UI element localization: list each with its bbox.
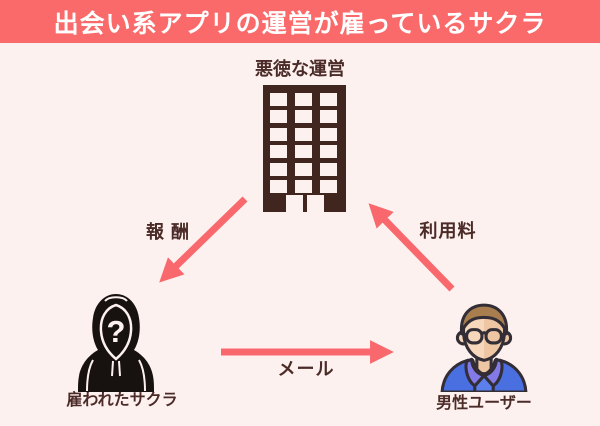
arm-fold-right bbox=[138, 359, 146, 392]
hooded-person-icon: ? bbox=[78, 294, 154, 392]
glasses bbox=[459, 328, 509, 345]
sakura-label: 雇われたサクラ bbox=[66, 392, 178, 409]
male-user-label: 男性ユーザー bbox=[436, 395, 532, 412]
collar-right bbox=[482, 357, 504, 388]
operator-label: 悪徳な運営 bbox=[255, 59, 345, 79]
title-banner: 出会い系アプリの運営が雇っているサクラ bbox=[0, 0, 600, 43]
reward-edge-label: 報 酬 bbox=[145, 222, 191, 242]
male-user-icon bbox=[440, 303, 528, 392]
building-icon bbox=[263, 85, 346, 212]
building-windows bbox=[270, 93, 337, 193]
mail-edge-label: メール bbox=[277, 359, 335, 379]
usage-fee-edge-label: 利用料 bbox=[419, 221, 477, 241]
arrow-reward bbox=[159, 196, 248, 283]
arrow-usage-fee bbox=[368, 203, 455, 292]
hoodie-drawstring-left bbox=[111, 360, 114, 377]
page-title: 出会い系アプリの運営が雇っているサクラ bbox=[53, 9, 547, 38]
arm-fold-left bbox=[86, 359, 94, 392]
collar-left bbox=[464, 357, 486, 388]
question-mark: ? bbox=[107, 314, 126, 349]
hair bbox=[459, 303, 509, 334]
hoodie-drawstring-right bbox=[118, 360, 121, 377]
hood-fold-line bbox=[104, 296, 128, 302]
hood-face-opening bbox=[99, 303, 133, 361]
building-doors bbox=[286, 195, 324, 212]
